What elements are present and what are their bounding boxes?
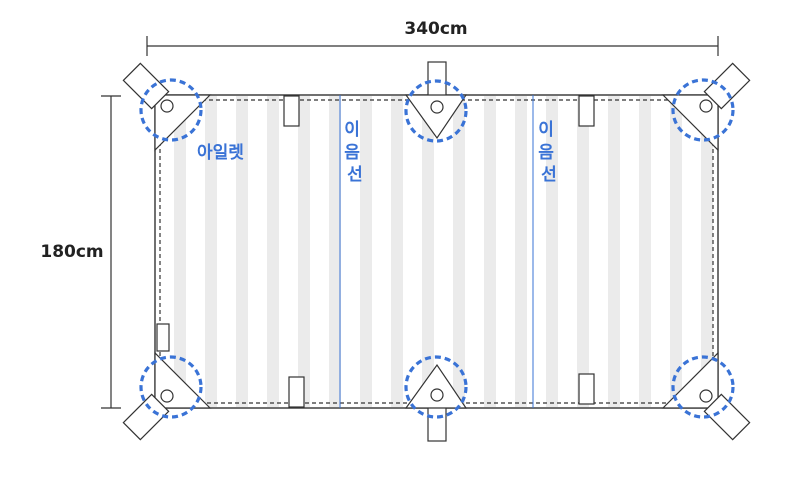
tarp-stripe	[267, 96, 279, 407]
tarp-stripe	[577, 96, 589, 407]
side-loop-left	[156, 323, 170, 352]
eyelet-label: 아일렛	[197, 143, 244, 163]
tarp-stripe	[701, 96, 713, 407]
tarp-stripe	[453, 96, 465, 407]
side-loop-top-left	[283, 95, 300, 127]
tarp-stripe	[205, 96, 217, 407]
corner-tab-bottom-right	[661, 351, 751, 441]
width-dimension: 340cm	[146, 19, 719, 56]
highlight-circle-bottom-middle	[404, 355, 468, 419]
tarp-stripe	[391, 96, 403, 407]
tarp-stripe	[360, 96, 372, 407]
side-loop-bottom-right	[578, 373, 595, 405]
middle-tab-top	[404, 61, 468, 140]
eyelet-top-right	[699, 99, 713, 113]
side-loop-top-right	[578, 95, 595, 127]
eyelet-bottom-left	[160, 389, 174, 403]
height-dimension: 180cm	[40, 95, 121, 409]
middle-tab-bottom	[404, 363, 468, 442]
eyelet-highlights	[139, 78, 735, 419]
tarp-stripe	[608, 96, 620, 407]
eyelet-bottom-right	[699, 389, 713, 403]
tarp-stripe	[174, 96, 186, 407]
tarp-stripe	[670, 96, 682, 407]
tarp-stripe	[329, 96, 341, 407]
highlight-circle-top-left	[139, 78, 203, 142]
tarp-stripe	[484, 96, 496, 407]
width-label: 340cm	[404, 19, 467, 39]
seam-label-left: 이 음 선	[344, 120, 366, 185]
highlight-circle-bottom-right	[671, 355, 735, 419]
side-loop-bottom-left	[288, 376, 305, 408]
tarp-stripe	[546, 96, 558, 407]
seam-label-right: 이 음 선	[538, 120, 560, 185]
tarp-stripes	[174, 96, 713, 407]
eyelet-top-left	[160, 99, 174, 113]
tarp-stripe	[422, 96, 434, 407]
tarp-stripe	[515, 96, 527, 407]
corner-tab-top-right	[661, 62, 751, 152]
corner-tab-top-left	[122, 62, 212, 152]
tarp-stripe	[639, 96, 651, 407]
highlight-circle-bottom-left	[139, 355, 203, 419]
tarp-stripe	[298, 96, 310, 407]
corner-tab-bottom-left	[122, 351, 212, 441]
highlight-circle-top-right	[671, 78, 735, 142]
height-label: 180cm	[40, 242, 103, 262]
highlight-circle-top-middle	[404, 79, 468, 143]
eyelet-top-middle	[430, 100, 444, 114]
eyelet-bottom-middle	[430, 388, 444, 402]
tarp-stripe	[236, 96, 248, 407]
